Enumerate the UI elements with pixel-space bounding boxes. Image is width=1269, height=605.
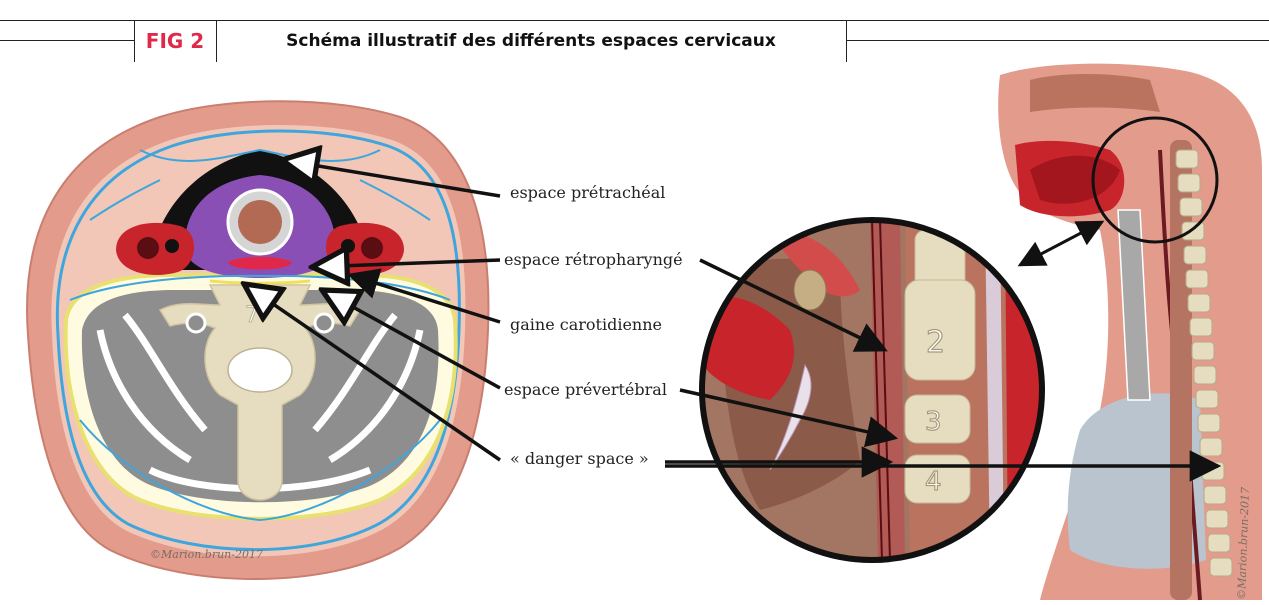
magnified-view: 2 3 4 — [700, 215, 1045, 560]
axial-carotid-right — [361, 237, 383, 259]
sagittal-head-neck: ©Marion.brun-2017 — [998, 64, 1262, 600]
axial-watermark: ©Marion.brun-2017 — [150, 548, 263, 561]
axial-vertebra-number: 7 — [245, 303, 259, 328]
axial-spinal-canal — [228, 348, 292, 392]
sagittal-nasal-cavity — [1030, 74, 1160, 112]
magnified-vertebra-number-c3: 3 — [925, 407, 942, 437]
label-carotid-sheath: gaine carotidienne — [510, 315, 662, 334]
axial-jugular-right — [341, 239, 355, 253]
axial-neck-section: 7 ©Marion.brun-2017 — [27, 101, 488, 579]
axial-jugular-left — [165, 239, 179, 253]
axial-carotid-left — [137, 237, 159, 259]
axial-foramen-right — [315, 314, 333, 332]
magnified-tonsil — [794, 270, 826, 310]
axial-trachea-lumen — [238, 200, 282, 244]
magnified-vertebra-number-c2: 2 — [926, 325, 945, 360]
label-pretracheal: espace prétrachéal — [510, 183, 665, 202]
magnified-vertebra-number-c4: 4 — [925, 467, 942, 497]
label-retropharyngeal: espace rétropharyngé — [504, 250, 683, 269]
zoom-link-arrow — [1020, 222, 1102, 265]
axial-foramen-left — [187, 314, 205, 332]
label-prevertebral: espace prévertébral — [504, 380, 667, 399]
label-danger-space: « danger space » — [510, 449, 649, 468]
